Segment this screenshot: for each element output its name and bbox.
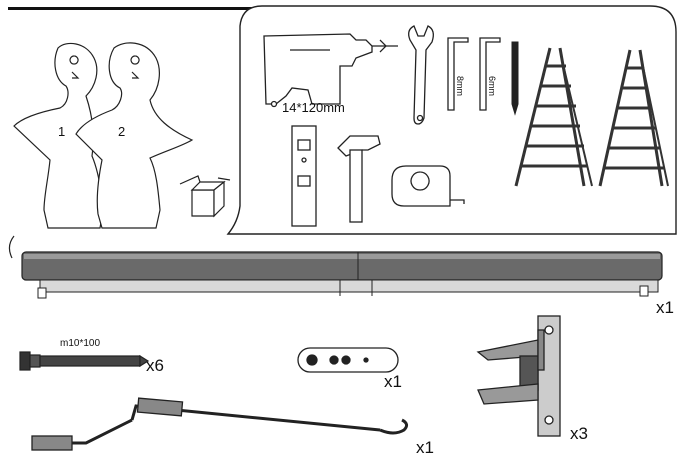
bracket-quantity-label: x3 <box>570 424 588 444</box>
